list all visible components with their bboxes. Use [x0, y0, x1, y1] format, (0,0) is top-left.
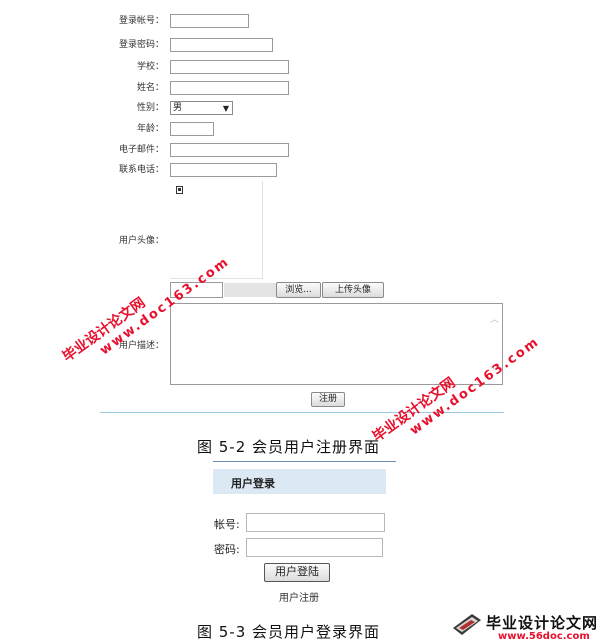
- scroll-down-icon[interactable]: ﹀: [490, 367, 500, 377]
- browse-button[interactable]: 浏览...: [276, 282, 321, 298]
- label-avatar: 用户头像：: [118, 236, 164, 246]
- label-login-account: 帐号:: [214, 518, 240, 531]
- figure-caption-register: 图 5-2 会员用户注册界面: [197, 438, 381, 456]
- register-link[interactable]: 用户注册: [279, 593, 319, 604]
- gender-value: 男: [173, 103, 183, 113]
- label-school: 学校：: [136, 62, 164, 72]
- label-phone: 联系电话：: [118, 165, 164, 175]
- password-input[interactable]: [170, 38, 273, 52]
- account-input[interactable]: [170, 14, 249, 28]
- section-divider: [100, 412, 504, 413]
- image-dot: [178, 188, 181, 191]
- school-input[interactable]: [170, 60, 289, 74]
- label-password: 登录密码：: [118, 40, 164, 50]
- textarea-scrollbar[interactable]: ︿ ﹀: [487, 304, 502, 384]
- site-logo-icon: [450, 610, 484, 638]
- login-header-title: 用户登录: [231, 477, 275, 490]
- broken-image-icon: [176, 186, 183, 194]
- login-header: 用户登录: [213, 469, 386, 494]
- phone-input[interactable]: [170, 163, 277, 177]
- login-button[interactable]: 用户登陆: [264, 563, 330, 582]
- upload-avatar-button[interactable]: 上传头像: [322, 282, 384, 298]
- label-gender: 性别：: [136, 103, 164, 113]
- file-path-track: [224, 283, 276, 297]
- file-path-input[interactable]: [170, 282, 223, 298]
- label-account: 登录帐号：: [118, 16, 164, 26]
- logo-site-name: 毕业设计论文网: [486, 614, 599, 632]
- name-input[interactable]: [170, 81, 289, 95]
- register-button[interactable]: 注册: [311, 392, 345, 407]
- login-top-border: [213, 461, 396, 462]
- label-email: 电子邮件：: [118, 145, 164, 155]
- description-textarea[interactable]: ︿ ﹀: [170, 303, 503, 385]
- label-login-password: 密码:: [214, 543, 240, 556]
- label-age: 年龄：: [136, 124, 164, 134]
- login-password-input[interactable]: [246, 538, 383, 557]
- figure-caption-login: 图 5-3 会员用户登录界面: [197, 623, 381, 641]
- label-name: 姓名：: [136, 83, 164, 93]
- email-input[interactable]: [170, 143, 289, 157]
- chevron-down-icon: ▼: [222, 104, 229, 113]
- label-description: 用户描述：: [118, 341, 164, 351]
- gender-select[interactable]: 男 ▼: [170, 101, 233, 115]
- login-account-input[interactable]: [246, 513, 385, 532]
- avatar-preview: [170, 181, 263, 279]
- age-input[interactable]: [170, 122, 214, 136]
- logo-site-url: www.56doc.com: [498, 631, 590, 642]
- scroll-up-icon[interactable]: ︿: [490, 315, 500, 325]
